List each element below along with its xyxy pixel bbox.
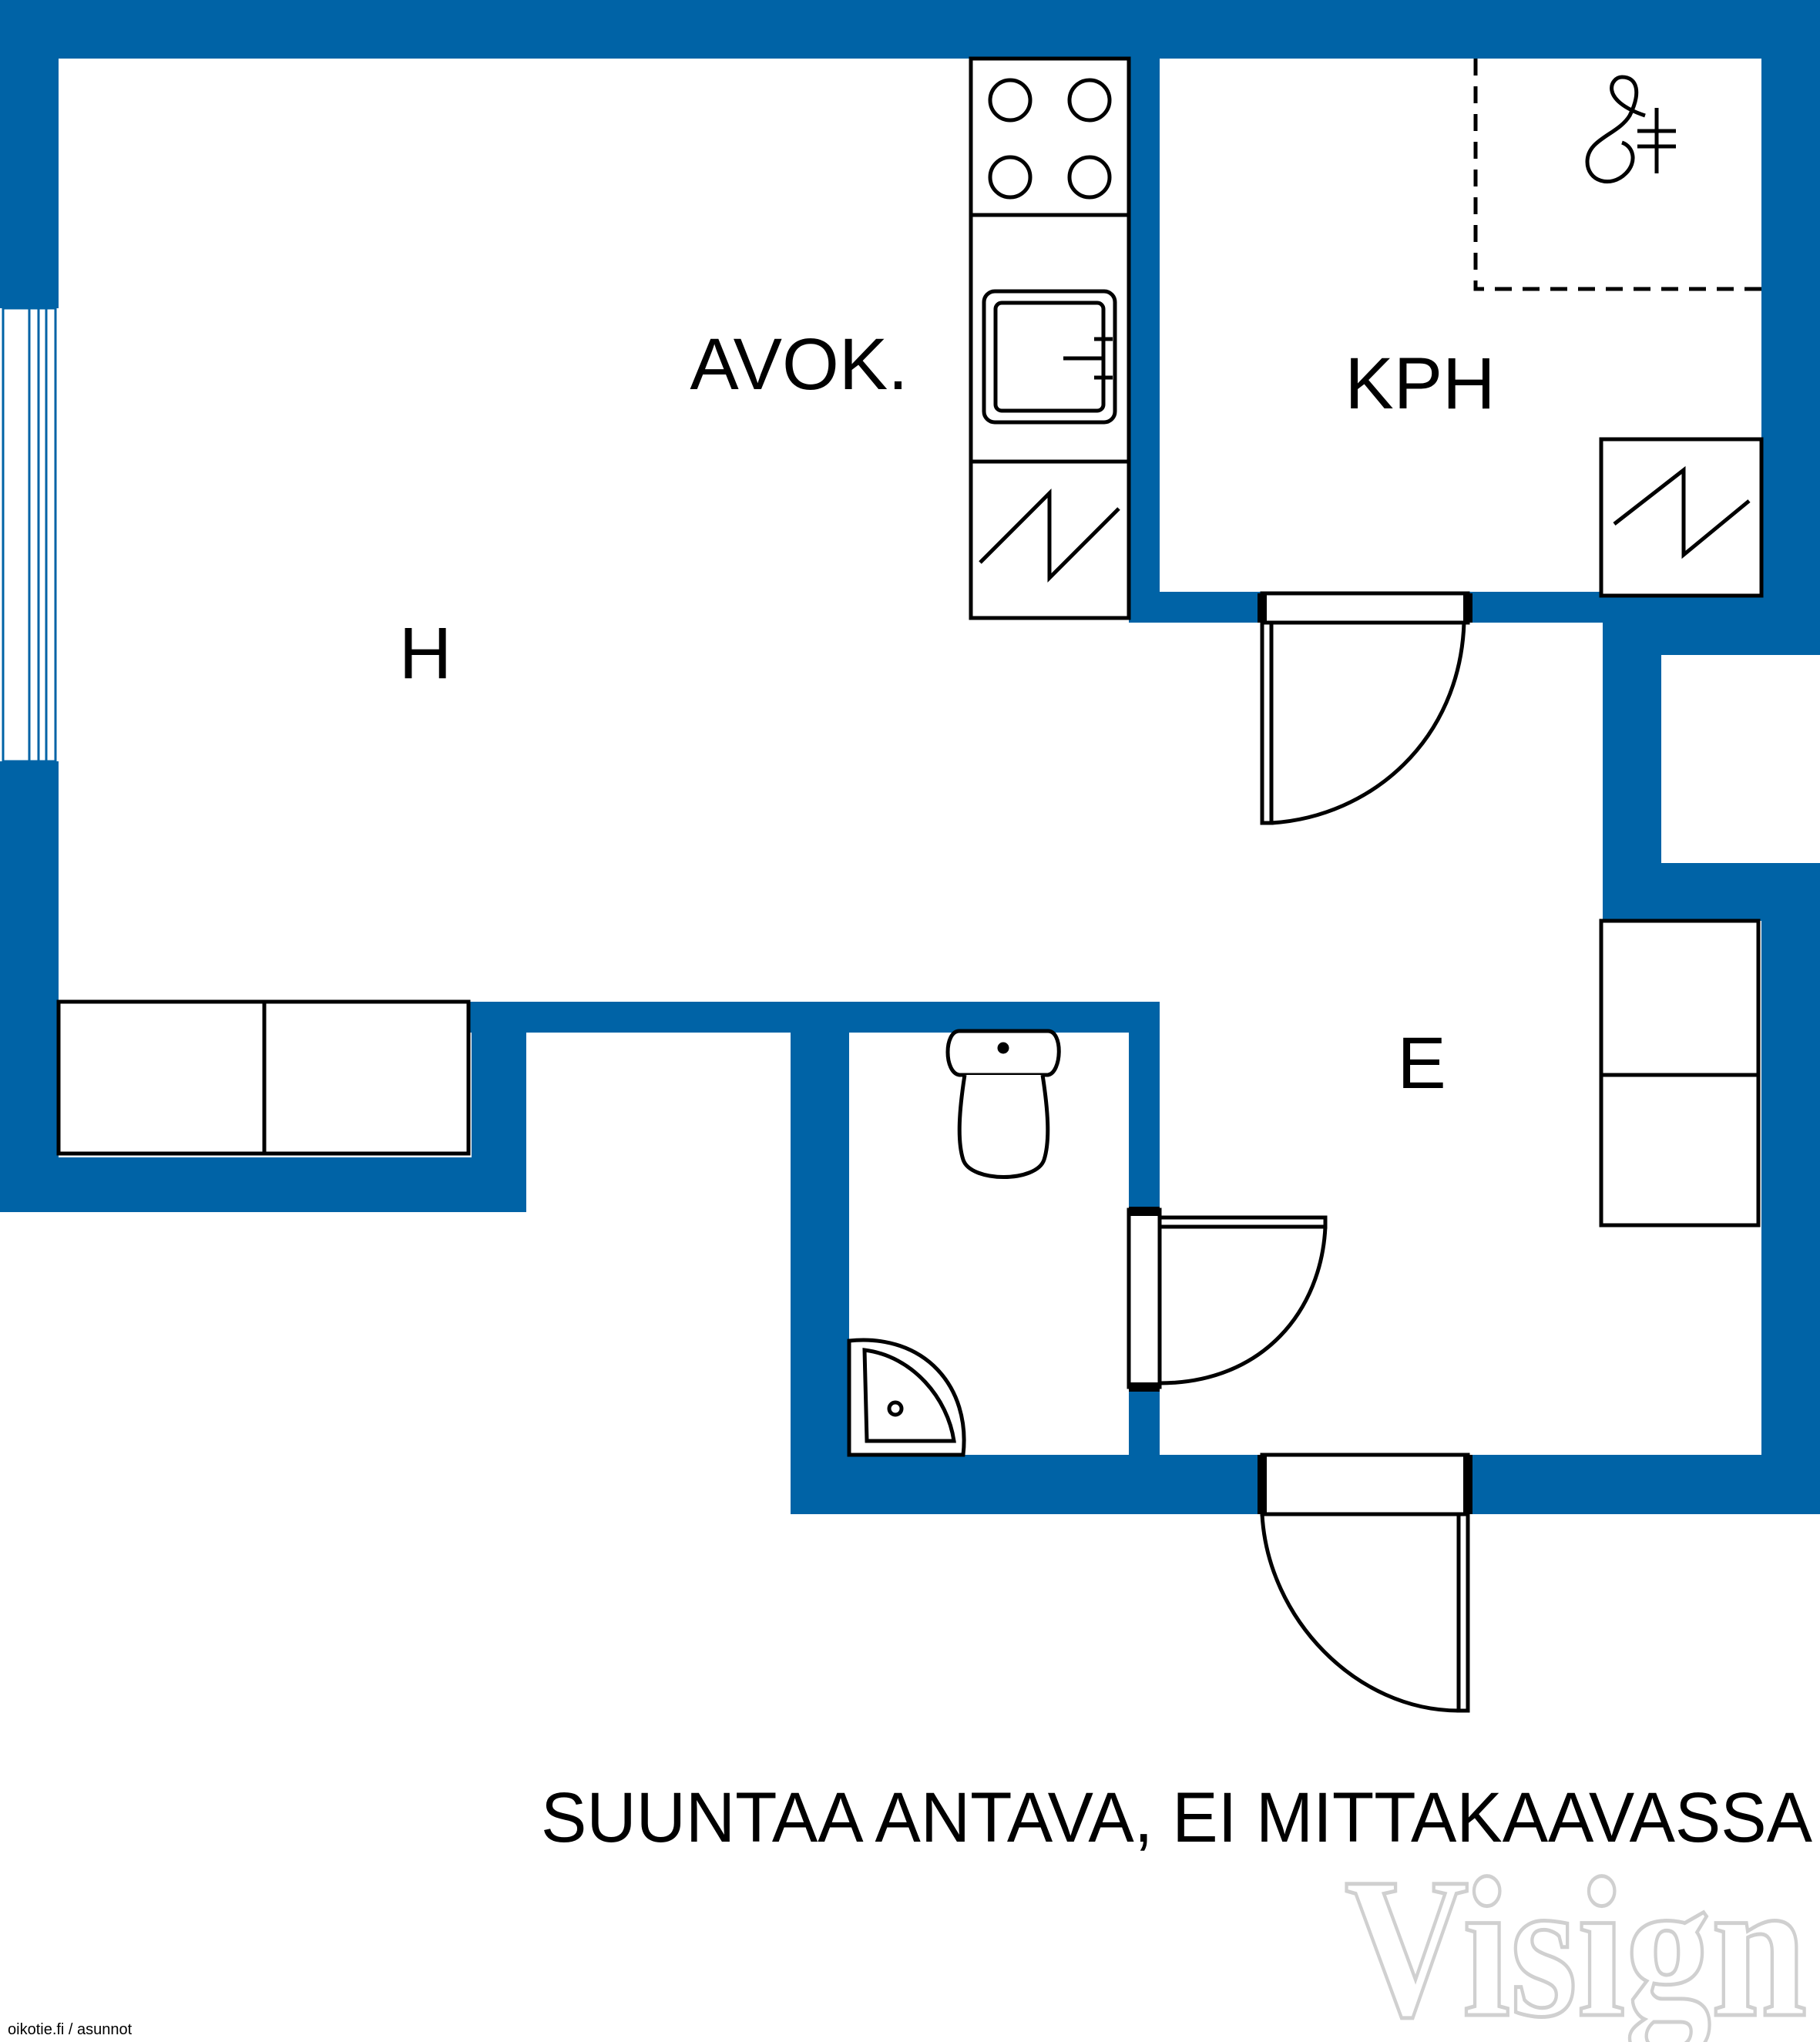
door-swing-wc <box>1159 1226 1328 1385</box>
wall-bath-bottom-left <box>1129 592 1261 623</box>
wall-wc-right-upper <box>1129 1002 1160 1210</box>
wall-wc-left <box>791 1029 849 1514</box>
door-swing-bathroom <box>1271 622 1466 825</box>
wall-wc-top <box>791 1002 1160 1033</box>
wardrobe <box>56 999 267 1156</box>
wall-right-upper <box>1761 0 1820 655</box>
faucet-icon <box>1063 337 1113 380</box>
shower-area-dashed <box>1473 59 1761 291</box>
door-leaf-bathroom <box>1260 620 1274 825</box>
shower-valve-icon <box>1637 108 1676 173</box>
room-label-bathroom: KPH <box>1345 343 1495 425</box>
dishwasher-symbol-icon <box>979 488 1120 583</box>
drain-icon <box>887 1400 904 1417</box>
wall-bottom-right <box>1468 1455 1820 1514</box>
toilet-bowl-icon <box>957 1074 1050 1179</box>
wardrobe <box>262 999 471 1156</box>
wall-bath-bottom-right <box>1468 592 1591 623</box>
door-swing-entrance <box>1260 1513 1459 1713</box>
wall-left-lower <box>0 761 59 1212</box>
wall-left-notch-bottom <box>0 1157 526 1212</box>
wall-kitchen-bath <box>1129 0 1160 623</box>
wall-top <box>0 0 1820 59</box>
stove-burner-icon <box>1067 78 1112 123</box>
doors <box>1127 591 1472 1713</box>
room-label-hall: E <box>1397 1023 1446 1104</box>
credit-text: oikotie.fi / asunnot <box>8 2021 133 2038</box>
wc-fixtures <box>847 1029 1061 1457</box>
watermark-logo: Visign <box>1345 1837 1807 2042</box>
wardrobe <box>1599 1073 1761 1228</box>
door-leaf-wc <box>1157 1215 1328 1229</box>
corner-sink-basin <box>862 1348 956 1443</box>
walls <box>0 0 1820 1514</box>
stove-burner-icon <box>988 78 1033 123</box>
door-leaf-entrance <box>1456 1512 1470 1713</box>
hall-wardrobes <box>1599 919 1761 1228</box>
wall-bottom-left <box>791 1455 1262 1514</box>
disclaimer-text: SUUNTAA ANTAVA, EI MITTAKAAVASSA <box>541 1778 1813 1857</box>
washing-machine-symbol-icon <box>1613 465 1751 559</box>
toilet-flush-icon <box>997 1042 1009 1054</box>
window-left <box>2 307 57 763</box>
door-frame-bathroom <box>1260 591 1470 625</box>
room-label-living: H <box>399 613 452 694</box>
living-wardrobes <box>56 999 471 1156</box>
kitchen-counter <box>969 56 1131 620</box>
wall-stair-right-column <box>1603 655 1661 921</box>
room-label-kitchen: AVOK. <box>690 324 908 405</box>
wall-left-upper <box>0 0 59 308</box>
nook-void <box>1661 655 1820 863</box>
wall-left-notch-side <box>472 1033 526 1212</box>
shower-head-icon <box>1585 75 1646 184</box>
washing-machine <box>1599 437 1764 598</box>
door-frame-entrance <box>1260 1453 1470 1516</box>
wardrobe <box>1599 919 1761 1077</box>
wall-right-lower <box>1761 863 1820 1514</box>
stove-burner-icon <box>1067 155 1112 200</box>
bathroom-fixtures <box>1473 59 1764 598</box>
stove-burner-icon <box>988 155 1033 200</box>
door-frame-wc <box>1127 1207 1162 1389</box>
